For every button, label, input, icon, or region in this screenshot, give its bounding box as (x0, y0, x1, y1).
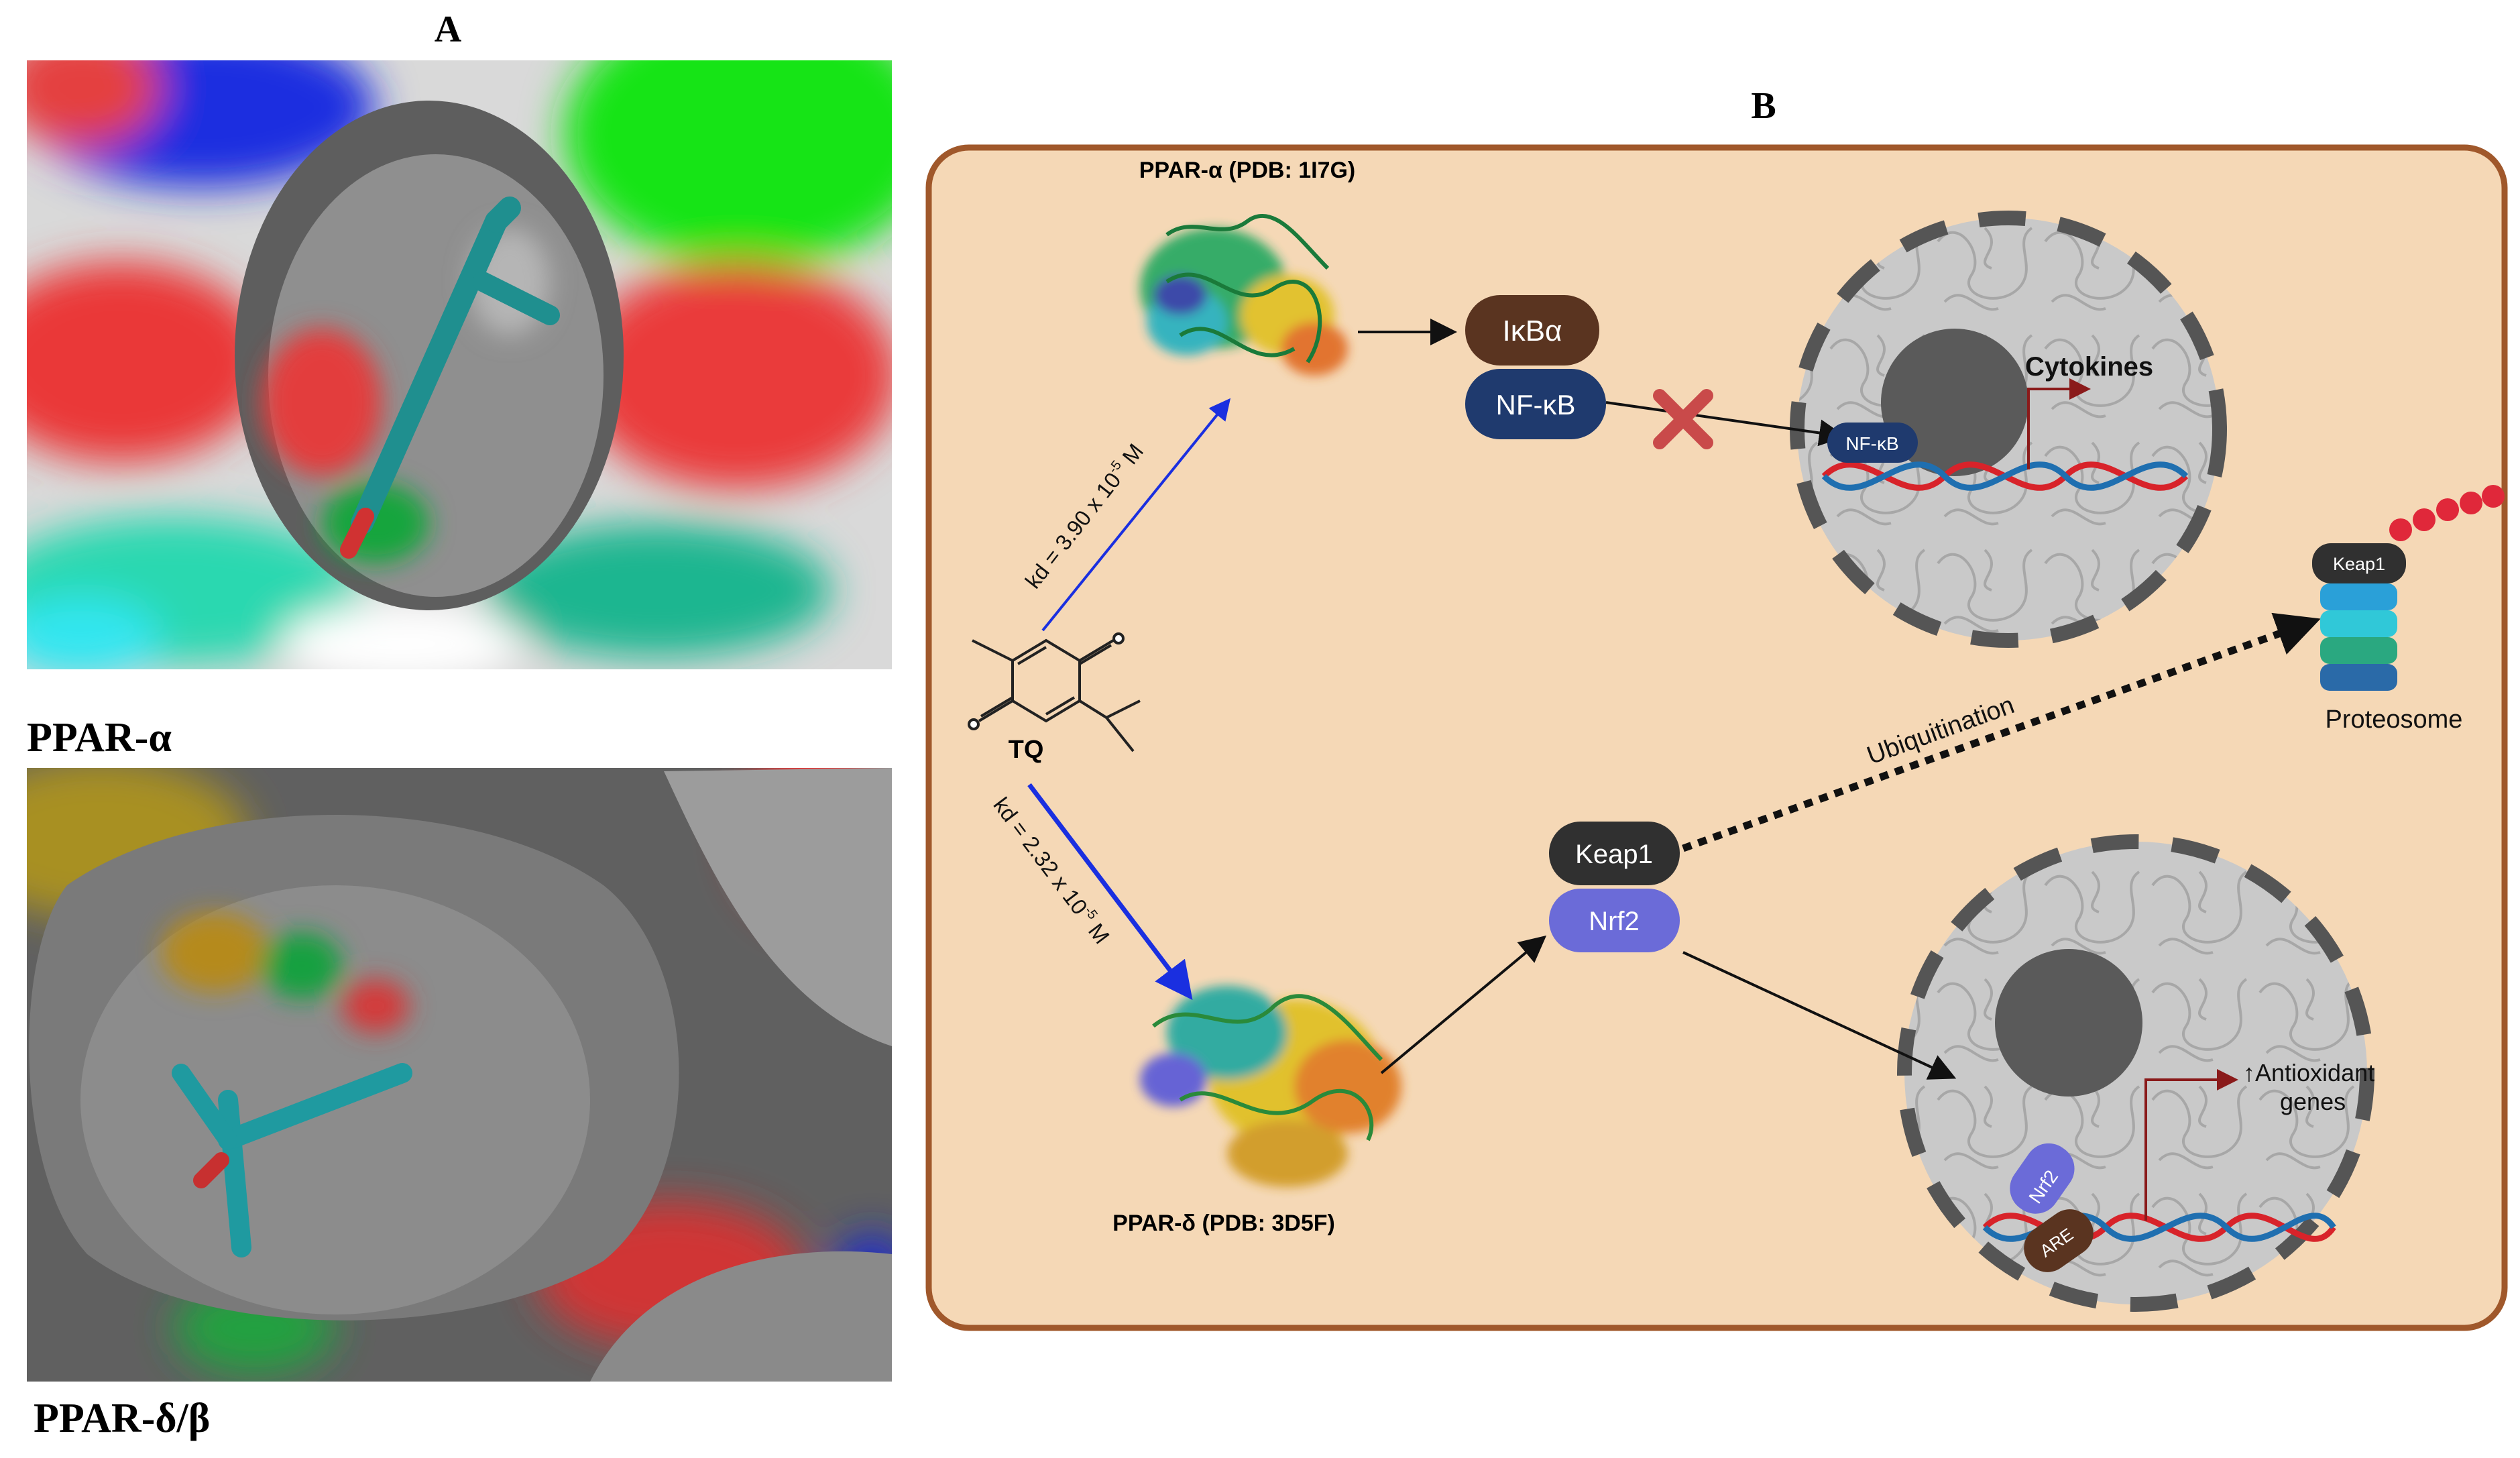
ppar-delta-protein-structure (1140, 986, 1401, 1187)
ppar-alpha-protein-structure (1140, 214, 1348, 376)
ppar-delta-caption: PPAR-δ/β (34, 1396, 210, 1441)
nfkb-label: NF-κB (1496, 389, 1576, 420)
cytokines-label: Cytokines (2025, 352, 2153, 382)
nrf2-are-complex: Nrf2 ARE (2010, 1143, 2094, 1272)
keap1-small-pill (2312, 543, 2406, 583)
nucleolus-bottom (1995, 949, 2142, 1097)
nfkb-pill (1465, 369, 1606, 439)
panel-b-label: B (1751, 85, 1776, 127)
tq-ligand-stick-alpha (340, 197, 560, 559)
antioxidant-transcription-arrow (2144, 1069, 2238, 1221)
nfkb-to-nucleus-arrow (1605, 401, 1846, 447)
are-pill (2024, 1209, 2094, 1272)
nucleus-top (1790, 211, 2227, 648)
keap1-pill (1549, 822, 1680, 885)
ppar-alpha-caption: PPAR-α (27, 715, 172, 761)
nfkb-small-label: NF-κB (1845, 433, 1898, 454)
tq-label: TQ (1009, 736, 1044, 764)
ikba-label: IκBα (1502, 315, 1562, 347)
nrf2-label: Nrf2 (1589, 907, 1640, 936)
antioxidant-label-line2: genes (2280, 1088, 2346, 1115)
cytokines-transcription-arrow (2027, 378, 2091, 469)
nfkb-small-pill (1827, 423, 1918, 463)
proteosome-label: Proteosome (2326, 706, 2463, 734)
tq-ligand-stick-delta (172, 1063, 412, 1257)
ubiquitination-arrow (1682, 612, 2321, 852)
nrf2-to-nucleus-arrow (1682, 951, 1957, 1080)
keap1-label: Keap1 (1575, 840, 1653, 869)
antioxidant-label-line1: ↑Antioxidant (2243, 1059, 2374, 1086)
ppar-delta-title: PPAR-δ (PDB: 3D5F) (1112, 1211, 1335, 1236)
nucleolus-top (1881, 329, 2028, 476)
ppar-delta-surface-image (27, 768, 892, 1382)
panel-a-label: A (435, 9, 462, 50)
ppar-alpha-title: PPAR-α (PDB: 1I7G) (1139, 158, 1356, 183)
inhibition-x-icon (1653, 389, 1713, 449)
proteasome-icon (2320, 485, 2505, 691)
tq-to-ppar-delta-arrow (1027, 783, 1193, 1001)
nrf2-small-pill (2010, 1143, 2075, 1214)
tq-to-ppar-alpha-arrow (1041, 398, 1231, 632)
ppar-alpha-surface-image (27, 60, 892, 669)
nrf2-pill (1549, 889, 1680, 952)
keap1-small-label: Keap1 (2333, 554, 2385, 574)
tq-molecule-structure (968, 632, 1141, 752)
ikba-pill (1465, 295, 1599, 366)
ppar-delta-to-keap1-arrow (1380, 935, 1547, 1074)
dna-helix-top (1821, 461, 2189, 491)
